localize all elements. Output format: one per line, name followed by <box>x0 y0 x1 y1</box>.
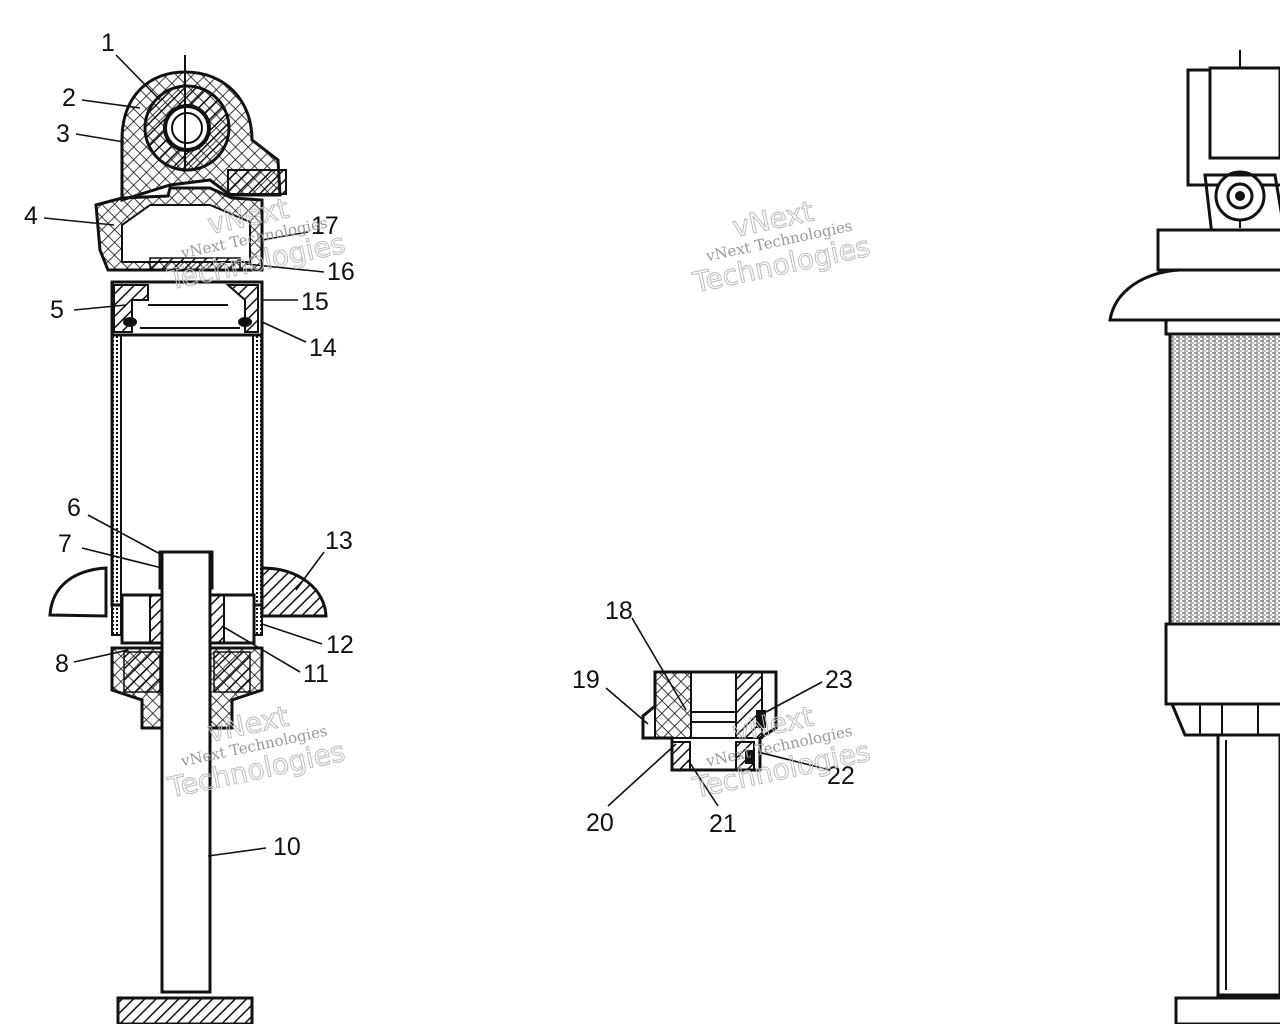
callout-22: 22 <box>827 762 855 790</box>
callout-17: 17 <box>311 212 339 240</box>
callout-13: 13 <box>325 527 353 555</box>
callout-2: 2 <box>62 84 76 112</box>
shock-section-view <box>48 55 328 1024</box>
callout-23: 23 <box>825 666 853 694</box>
callout-6: 6 <box>67 494 81 522</box>
callout-8: 8 <box>55 650 69 678</box>
callout-7: 7 <box>58 530 72 558</box>
leader-lines <box>43 54 831 857</box>
callout-10: 10 <box>273 833 301 861</box>
seal-head-detail <box>641 670 778 772</box>
callout-18: 18 <box>605 597 633 625</box>
callout-20: 20 <box>586 809 614 837</box>
callout-21: 21 <box>709 810 737 838</box>
callout-11: 11 <box>303 660 329 688</box>
shock-exterior-view <box>1108 50 1280 1024</box>
callout-15: 15 <box>301 288 329 316</box>
callout-14: 14 <box>309 334 337 362</box>
callout-16: 16 <box>327 258 355 286</box>
watermark-2: vNext vNext Technologies Technologies <box>689 194 874 300</box>
callout-19: 19 <box>572 666 600 694</box>
callout-3: 3 <box>56 120 70 148</box>
callout-1: 1 <box>101 29 115 57</box>
callout-4: 4 <box>24 202 38 230</box>
callout-labels: 1 2 3 4 5 6 7 8 10 11 12 13 14 15 16 17 … <box>24 29 855 861</box>
callout-12: 12 <box>326 631 354 659</box>
callout-5: 5 <box>50 296 64 324</box>
